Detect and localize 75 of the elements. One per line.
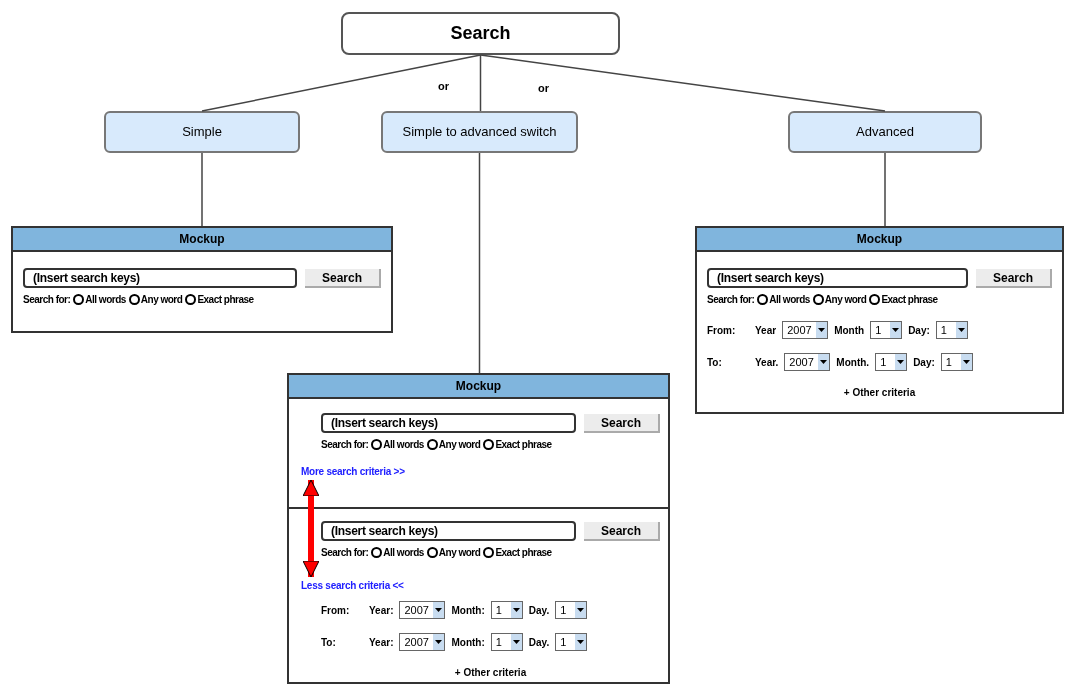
field-label: Day: <box>908 323 930 338</box>
input-field: (Insert search keys) <box>23 268 297 288</box>
dropdown: 1 <box>940 353 973 371</box>
mockup-panel <box>695 226 1064 414</box>
radio-option: Exact phrase <box>483 545 552 560</box>
dropdown: 1 <box>490 633 523 651</box>
link-text: + Other criteria <box>843 386 916 400</box>
radio-option: Exact phrase <box>185 292 254 307</box>
field-label: Search for: <box>321 438 369 452</box>
dropdown: 1 <box>555 601 588 619</box>
mockup-panel <box>287 373 670 684</box>
radio-option: Any word <box>812 292 867 307</box>
field-label: Search for: <box>23 293 71 307</box>
field-label: Search for: <box>321 546 369 560</box>
mockup-panel <box>11 226 393 333</box>
radio-option: Any word <box>426 545 481 560</box>
field-label: To: <box>321 635 337 650</box>
field-label: Year. <box>755 355 779 370</box>
link-text: + Other criteria <box>454 666 527 680</box>
field-label: Month <box>834 323 865 338</box>
field-label: To: <box>707 355 723 370</box>
field-label: Year: <box>369 635 394 650</box>
dropdown: 1 <box>875 353 908 371</box>
search-button: Search <box>584 413 660 433</box>
dropdown: 2007 <box>784 353 831 371</box>
input-field: (Insert search keys) <box>321 413 576 433</box>
radio-option: Exact phrase <box>869 292 938 307</box>
connector-line <box>479 54 886 112</box>
dropdown: 2007 <box>399 633 446 651</box>
radio-option: Any word <box>128 292 183 307</box>
field-label: Day. <box>528 635 550 650</box>
search-button: Search <box>584 521 660 541</box>
field-label: Year: <box>369 603 394 618</box>
panel-header: Mockup <box>13 228 391 252</box>
dropdown: 1 <box>490 601 523 619</box>
radio-option: All words <box>371 545 424 560</box>
field-label: Month. <box>836 355 870 370</box>
link: More search criteria >> <box>301 464 405 479</box>
field-label: From: <box>321 603 351 618</box>
connector-line <box>201 54 482 112</box>
double-arrow <box>302 479 320 578</box>
dropdown: 2007 <box>399 601 446 619</box>
radio-option: All words <box>371 437 424 452</box>
link: Less search criteria << <box>301 578 404 593</box>
connector-line <box>478 152 481 374</box>
choice-label: or <box>438 79 449 94</box>
dropdown: 2007 <box>782 321 829 339</box>
field-label: Month: <box>451 635 485 650</box>
category-box: Advanced <box>788 111 982 153</box>
dropdown: 1 <box>555 633 588 651</box>
input-field: (Insert search keys) <box>707 268 968 288</box>
dropdown: 1 <box>935 321 968 339</box>
panel-header: Mockup <box>697 228 1062 252</box>
search-button: Search <box>305 268 381 288</box>
field-label: From: <box>707 323 737 338</box>
root-box: Search <box>341 12 620 55</box>
field-label: Search for: <box>707 293 755 307</box>
field-label: Day. <box>528 603 550 618</box>
search-button: Search <box>976 268 1052 288</box>
radio-option: All words <box>757 292 810 307</box>
radio-option: All words <box>73 292 126 307</box>
radio-option: Exact phrase <box>483 437 552 452</box>
input-field: (Insert search keys) <box>321 521 576 541</box>
field-label: Month: <box>451 603 485 618</box>
dropdown: 1 <box>870 321 903 339</box>
connector-line <box>884 152 886 227</box>
category-box: Simple to advanced switch <box>381 111 578 153</box>
panel-header: Mockup <box>289 375 668 399</box>
field-label: Year <box>755 323 777 338</box>
choice-label: or <box>538 81 549 96</box>
category-box: Simple <box>104 111 300 153</box>
connector-line <box>201 152 203 227</box>
radio-option: Any word <box>426 437 481 452</box>
field-label: Day: <box>913 355 935 370</box>
connector-line <box>479 54 482 112</box>
